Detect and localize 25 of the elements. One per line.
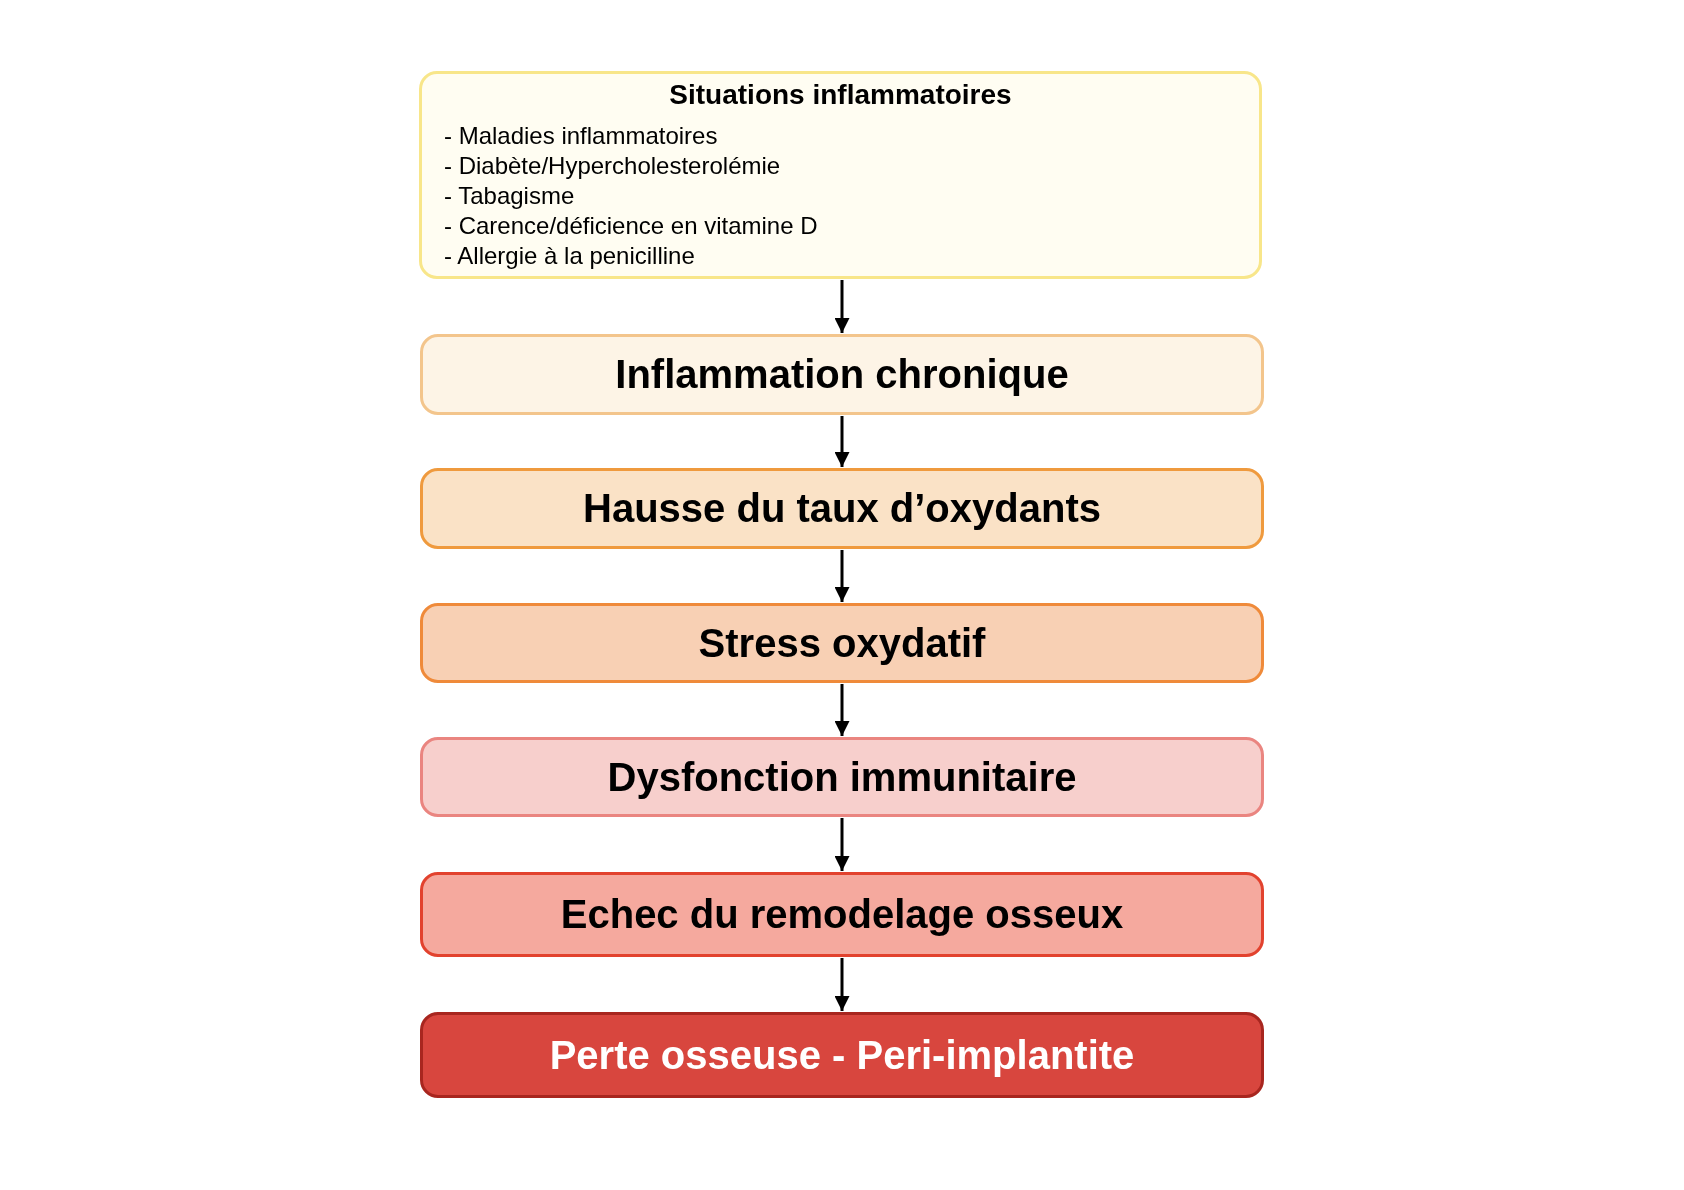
process-box [419,71,1262,279]
process-box [420,872,1264,957]
process-box [420,1012,1264,1098]
list-item: - Tabagisme [444,181,575,211]
box-heading: Situations inflammatoires [669,79,1012,111]
box-label: Stress oxydatif [698,620,986,666]
box-label: Inflammation chronique [615,352,1069,397]
arrow [834,958,850,1011]
process-box [420,334,1264,415]
arrow [834,416,850,467]
list-item: - Allergie à la penicilline [444,241,695,271]
arrow [834,550,850,602]
box-label: Hausse du taux d’oxydants [583,486,1101,531]
list-item: - Maladies inflammatoires [444,121,718,151]
process-box [420,737,1264,817]
arrow [834,280,850,333]
process-box [420,468,1264,549]
arrow [834,818,850,871]
list-item: - Carence/déficience en vitamine D [444,211,818,241]
box-label: Echec du remodelage osseux [560,892,1124,937]
arrow [834,684,850,736]
process-box [420,603,1264,683]
box-label: Perte osseuse - Peri-implantite [549,1032,1135,1078]
box-label: Dysfonction immunitaire [607,754,1077,800]
list-item: - Diabète/Hypercholesterolémie [444,151,781,181]
